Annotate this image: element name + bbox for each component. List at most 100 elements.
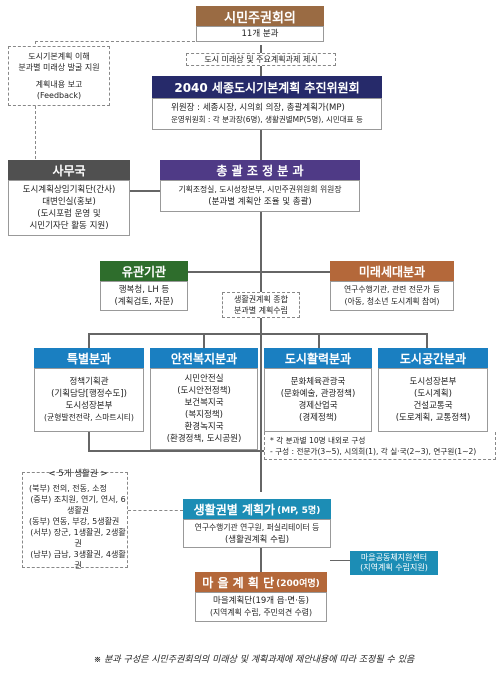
center-note: 생활권계획 종합 분과별 계획수립 — [222, 292, 300, 318]
special-header: 특별분과 — [34, 348, 144, 368]
special-body: 정책기획관 (기획담당[행정수도]) 도시성장본부 (균형발전전략, 스마트시티… — [34, 368, 144, 432]
vitality-line: (문화예술, 관광정책) — [280, 389, 356, 399]
living-areas-box: < 5개 생활권 > (북부) 전의, 전동, 소정 (중부) 조치원, 연기,… — [22, 469, 128, 570]
committee-body: 위원장 : 세종시장, 시의회 의장, 총괄계획가(MP) 운영위원회 : 각 … — [152, 98, 382, 130]
center-note-line: 생활권계획 종합 — [233, 295, 289, 304]
living-area-item: (동부) 연동, 부강, 5생활권 — [29, 517, 120, 526]
living-area-item: (서부) 장군, 1생활권, 2생활권 — [30, 528, 126, 548]
connector-line — [188, 271, 330, 273]
vitality-line: 문화체육관광국 — [290, 377, 346, 387]
connector-line — [260, 548, 262, 572]
general-line: 기획조정실, 도시성장본부, 시민주권위원회 위원장 — [178, 185, 342, 194]
village-title: 마 을 계 획 단 — [202, 575, 275, 590]
village-line: (지역계획 수립, 주민의견 수렴) — [209, 608, 313, 617]
safety-line: (복지정책) — [185, 410, 223, 420]
composition-note-line: - 구성 : 전문가(3~5), 시의회(1), 각 실·국(2~3), 연구원… — [270, 446, 477, 456]
safety-header: 안전복지분과 — [150, 348, 258, 368]
space-line: 건설교통국 — [413, 401, 453, 411]
connector-line — [426, 333, 428, 348]
committee-title: 2040 세종도시기본계획 추진위원회 — [174, 80, 360, 95]
footnote: ※ 분과 구성은 시민주권회의의 미래상 및 계획과제에 제안내용에 따라 조정… — [14, 652, 494, 666]
related-line: 행복청, LH 등 — [118, 285, 170, 295]
citizen-council-body-text: 11개 분과 — [241, 29, 279, 39]
safety-line: (환경정책, 도시공원) — [166, 434, 242, 444]
general-header: 총 괄 조 정 분 과 — [160, 160, 360, 180]
connector-line — [330, 560, 350, 561]
living-plan-header: 생활권별 계획가 (MP, 5명) — [183, 499, 331, 519]
safety-line: (도시안전정책) — [177, 386, 231, 396]
council-note: 도시 미래상 및 주요계획과제 제시 — [186, 53, 336, 66]
special-line: 정책기획관 — [69, 377, 109, 387]
connector-line — [260, 66, 262, 76]
vitality-header: 도시활력분과 — [264, 348, 372, 368]
village-center-line: 마을공동체지원센터 — [360, 553, 428, 562]
connector-line — [260, 130, 262, 160]
village-center: 마을공동체지원센터 (지역계획 수립지원) — [350, 551, 438, 575]
space-header: 도시공간분과 — [378, 348, 488, 368]
composition-note: * 각 분과별 10명 내외로 구성 - 구성 : 전문가(3~5), 시의회(… — [264, 432, 496, 460]
composition-note-line: * 각 분과별 10명 내외로 구성 — [270, 435, 366, 445]
secretariat-line: 도시계획상임기획단(간사) — [22, 185, 116, 195]
connector-line — [88, 333, 90, 348]
related-title: 유관기관 — [121, 264, 167, 279]
special-line: (균형발전전략, 스마트시티) — [44, 413, 134, 422]
village-body: 마을계획단(19개 읍·면·동) (지역계획 수립, 주민의견 수렴) — [195, 592, 327, 622]
special-title: 특별분과 — [66, 351, 112, 366]
connector-line — [88, 450, 428, 452]
feedback-note-line: (Feedback) — [36, 91, 82, 100]
feedback-note-line: 계획내용 보고 — [35, 80, 83, 89]
dashed-connector — [35, 41, 195, 42]
living-plan-title: 생활권별 계획가 — [193, 502, 276, 517]
living-plan-line: 연구수행기관 연구원, 퍼실리테이터 등 — [194, 522, 320, 532]
future-line: 연구수행기관, 관련 전문가 등 — [344, 285, 440, 294]
related-line: (계획검토, 자문) — [114, 297, 174, 307]
citizen-council-title: 시민주권회의 — [224, 10, 296, 26]
secretariat-header: 사무국 — [8, 160, 130, 180]
committee-header: 2040 세종도시기본계획 추진위원회 — [152, 76, 382, 98]
village-center-line: (지역계획 수립지원) — [360, 563, 428, 572]
space-line: (도시계획) — [414, 389, 452, 399]
connector-line — [260, 212, 262, 492]
village-line: 마을계획단(19개 읍·면·동) — [213, 596, 309, 606]
space-line: (도로계획, 교통정책) — [395, 413, 471, 423]
secretariat-body: 도시계획상임기획단(간사) 대변인실(홍보) (도시포럼 운영 및 시민기자단 … — [8, 180, 130, 236]
living-area-item: (남부) 금남, 3생활권, 4생활권 — [30, 550, 126, 570]
special-line: (기획담당[행정수도]) — [51, 389, 127, 399]
connector-line — [88, 432, 90, 450]
safety-title: 안전복지분과 — [170, 351, 238, 366]
safety-body: 시민안전실 (도시안전정책) 보건복지국 (복지정책) 환경녹지국 (환경정책,… — [150, 368, 258, 450]
living-plan-title-suffix: (MP, 5명) — [277, 505, 321, 516]
secretariat-line: 대변인실(홍보) — [42, 197, 96, 207]
connector-line — [260, 45, 262, 53]
space-title: 도시공간분과 — [399, 351, 467, 366]
feedback-note-line: 도시기본계획 이해 — [28, 52, 90, 61]
general-body: 기획조정실, 도시성장본부, 시민주권위원회 위원장 (분과별 계획안 조율 및… — [160, 180, 360, 212]
citizen-council-body: 11개 분과 — [196, 26, 324, 42]
vitality-line: (경제정책) — [299, 413, 337, 423]
general-title: 총 괄 조 정 분 과 — [216, 163, 304, 178]
general-line: (분과별 계획안 조율 및 총괄) — [208, 197, 312, 207]
future-title: 미래세대분과 — [358, 264, 426, 279]
related-body: 행복청, LH 등 (계획검토, 자문) — [100, 281, 188, 311]
safety-line: 보건복지국 — [184, 398, 224, 408]
special-line: 도시성장본부 — [65, 401, 113, 411]
connector-line — [130, 190, 160, 192]
vitality-title: 도시활력분과 — [284, 351, 352, 366]
related-header: 유관기관 — [100, 261, 188, 281]
center-note-line: 분과별 계획수립 — [233, 306, 289, 315]
vitality-body: 문화체육관광국 (문화예술, 관광정책) 경제산업국 (경제정책) — [264, 368, 372, 432]
secretariat-title: 사무국 — [52, 163, 86, 178]
connector-line — [318, 333, 320, 348]
feedback-note-line: 분과별 미래상 발굴 지원 — [18, 63, 100, 72]
committee-line: 운영위원회 : 각 분과장(6명), 생활권별MP(5명), 시민대표 등 — [171, 115, 363, 124]
village-title-suffix: (200여명) — [276, 578, 320, 589]
safety-line: 환경녹지국 — [184, 422, 224, 432]
space-line: 도시성장본부 — [409, 377, 457, 387]
future-body: 연구수행기관, 관련 전문가 등 (아동, 청소년 도시계획 참여) — [330, 281, 454, 311]
feedback-note: 도시기본계획 이해 분과별 미래상 발굴 지원 계획내용 보고 (Feedbac… — [8, 46, 110, 106]
safety-line: 시민안전실 — [184, 374, 224, 384]
vitality-line: 경제산업국 — [298, 401, 338, 411]
living-area-item: (북부) 전의, 전동, 소정 — [29, 484, 107, 493]
future-header: 미래세대분과 — [330, 261, 454, 281]
living-area-item: (중부) 조치원, 연기, 연서, 6생활권 — [30, 495, 126, 515]
